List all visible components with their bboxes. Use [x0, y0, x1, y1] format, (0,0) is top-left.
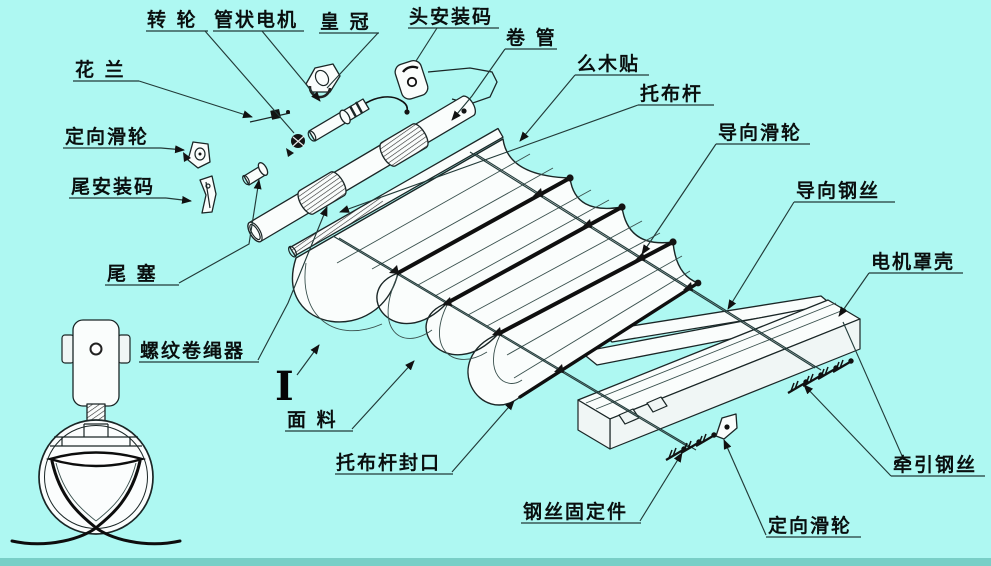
detail-marker: I: [275, 344, 320, 410]
bracket-hole: [89, 342, 103, 356]
label-gangsi-gudingjian: 钢丝固定件: [523, 500, 628, 523]
callout-daoxiang-gangsi: 导向钢丝: [727, 179, 895, 310]
label-dingxiang-hualun-left: 定向滑轮: [65, 125, 149, 148]
label-luowen-juanshengqi: 螺纹卷绳器: [140, 339, 245, 362]
screw-cluster-2: [787, 358, 854, 394]
callout-juanguan: 卷 管: [451, 26, 557, 121]
traction-wire: [842, 321, 904, 459]
callout-luowen-juanshengqi: 螺纹卷绳器: [139, 206, 328, 363]
cross-section-detail: [10, 319, 182, 546]
detail-marker-text: I: [275, 363, 294, 410]
roller-tube: [247, 95, 476, 243]
label-weisai: 尾 塞: [107, 262, 158, 285]
label-juanguan: 卷 管: [505, 26, 557, 49]
callout-dingxiang-hualun-left: 定向滑轮: [63, 125, 185, 154]
callout-dingxiang-hualun-bottom: 定向滑轮: [723, 439, 861, 538]
bottom-border-strip: [0, 558, 991, 566]
label-tobugan-fengkou: 托布杆封口: [336, 451, 441, 474]
cord-winder-band-2: [379, 123, 429, 167]
cord-winder-band-1: [297, 171, 347, 215]
turnbuckle-part: [249, 109, 291, 123]
callout-tou-anzhuangma: 头安装码: [408, 5, 499, 62]
callout-zhuanlun: 转 轮: [146, 8, 295, 134]
label-daoxiang-gangsi: 导向钢丝: [796, 179, 880, 202]
directional-pulley-part: [183, 141, 211, 169]
callout-qianyin-gangsi: 牵引钢丝: [803, 384, 985, 477]
label-hualan: 花 兰: [75, 58, 126, 81]
support-rod-3: [498, 240, 675, 335]
label-qianyin-gangsi: 牵引钢丝: [893, 453, 977, 476]
fabric-lens: [45, 451, 147, 468]
label-mianliao: 面 料: [287, 408, 338, 431]
label-dingxiang-hualun-bottom: 定向滑轮: [768, 514, 852, 537]
tail-mount-bracket: [199, 175, 217, 214]
callout-mianliao: 面 料: [285, 360, 415, 432]
callouts: 转 轮 管状电机 皇 冠 头安装码 卷 管 花 兰 定向滑轮 尾安装码: [63, 5, 985, 538]
rail-end-cap: [577, 399, 611, 450]
callout-gangsi-gudingjian: 钢丝固定件: [521, 452, 683, 524]
callout-dianji-zhaoke: 电机罩壳: [838, 250, 963, 317]
label-momutie: 么木贴: [577, 52, 640, 75]
label-guanzhuang-dianji: 管状电机: [214, 8, 298, 31]
callout-tobugan-fengkou: 托布杆封口: [335, 400, 515, 475]
wire-guide-tabs: [389, 188, 693, 373]
bottom-rail-group: [577, 295, 861, 450]
guide-wire-2b: [475, 153, 822, 371]
support-rod-4: [518, 281, 700, 399]
label-daoxiang-hualun: 导向滑轮: [718, 121, 802, 144]
callout-tobugan: 托布杆: [339, 82, 714, 213]
tubular-motor: [307, 96, 410, 142]
label-dianji-zhaoke: 电机罩壳: [871, 250, 955, 273]
label-tobugan: 托布杆: [640, 82, 703, 105]
tube-assembly: [183, 59, 498, 243]
callout-hualan: 花 兰: [73, 58, 253, 119]
callout-daoxiang-hualun: 导向滑轮: [641, 121, 810, 255]
fabric-drape-right: [50, 459, 182, 546]
callout-guanzhuang-dianji: 管状电机: [213, 8, 321, 102]
callout-weisai: 尾 塞: [105, 179, 262, 286]
callout-momutie: 么木贴: [519, 52, 649, 142]
motor-cable: [365, 96, 409, 112]
label-tou-anzhuangma: 头安装码: [409, 5, 493, 28]
drive-wheel: [286, 134, 305, 157]
screw-cluster-1: [665, 413, 738, 461]
label-zhuanlun: 转 轮: [147, 8, 198, 31]
rail-profile-outer: [38, 419, 154, 535]
rail-hole-2: [646, 396, 668, 413]
support-rod-2: [445, 205, 624, 305]
tail-plug: [242, 162, 269, 186]
support-rods: [389, 174, 702, 399]
callout-huangguan: 皇 冠: [319, 10, 379, 89]
label-wei-anzhuangma: 尾安装码: [71, 175, 155, 198]
callout-wei-anzhuangma: 尾安装码: [69, 175, 192, 204]
label-huangguan: 皇 冠: [320, 10, 371, 33]
